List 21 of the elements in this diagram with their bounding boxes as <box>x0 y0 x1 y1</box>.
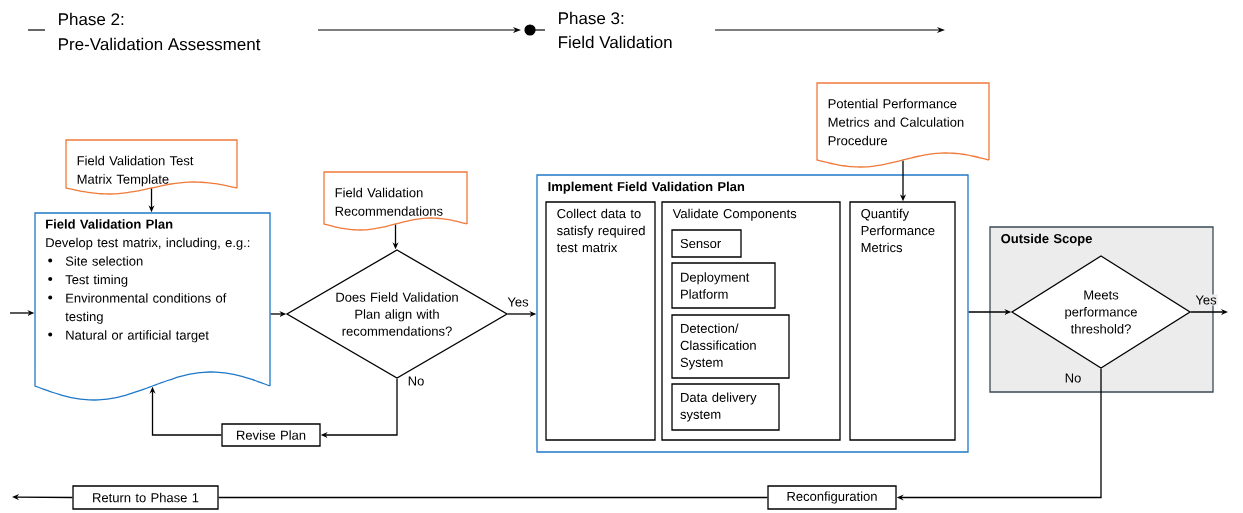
edge-label: Yes <box>1194 294 1218 306</box>
connector-line <box>218 496 768 499</box>
component-box: Detection/ Classification System <box>671 314 790 379</box>
component-box: Sensor <box>671 229 742 258</box>
edge-label: Yes <box>506 296 530 308</box>
document-shape: Field Validation Recommendations <box>323 171 468 231</box>
process-box: Quantify Performance Metrics <box>849 201 956 441</box>
process-box: Revise Plan <box>221 423 321 447</box>
edge-label: No <box>1063 372 1083 384</box>
process-box: Return to Phase 1 <box>72 485 219 510</box>
phase-label: Pre-Validation Assessment <box>59 37 261 51</box>
document-shape: Potential Performance Metrics and Calculation Procedure <box>816 82 990 168</box>
phase-label: Field Validation <box>559 35 672 49</box>
document-shape: Field Validation Test Matrix Template <box>65 139 238 195</box>
document-shape: Field Validation Plan Develop test matrix, including, e.g.: Site selection Test timing Environmental conditions of testing Natural or artificial target <box>34 212 271 401</box>
component-box: Deployment Platform <box>671 262 776 309</box>
process-box: Reconfiguration <box>767 485 897 510</box>
process-box: Collect data to satisfy required test matrix <box>545 201 656 441</box>
phase-label: Phase 2: <box>59 12 124 26</box>
component-box: Data delivery system <box>671 383 780 431</box>
phase-label: Phase 3: <box>559 11 624 25</box>
